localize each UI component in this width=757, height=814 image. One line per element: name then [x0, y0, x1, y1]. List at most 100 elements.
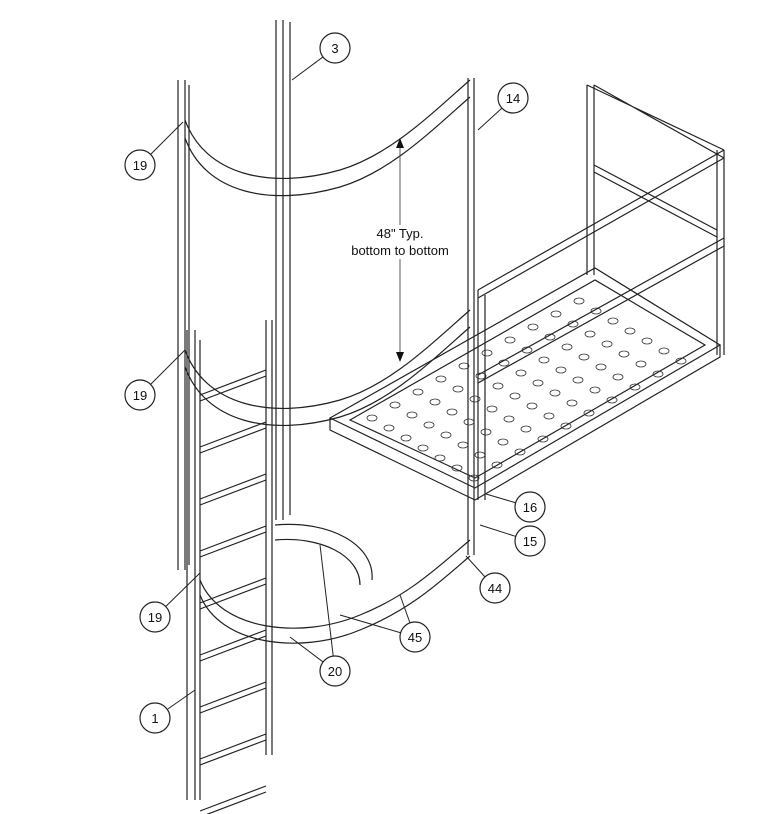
grating-hole	[503, 415, 515, 423]
grating-hole	[658, 347, 670, 355]
grating-hole	[578, 353, 590, 361]
callout-circle	[479, 572, 511, 604]
callout-circle	[399, 621, 431, 653]
callout-number: 16	[523, 500, 537, 515]
grating-hole	[417, 444, 429, 452]
leader-line	[465, 555, 486, 578]
grating-hole	[509, 392, 521, 400]
grating-hole	[497, 438, 509, 446]
grating-hole	[543, 412, 555, 420]
grating-hole	[458, 362, 470, 370]
dimension-line2: bottom to bottom	[351, 243, 449, 258]
grating-hole	[583, 409, 595, 417]
grating-hole	[641, 337, 653, 345]
grating-hole	[457, 441, 469, 449]
grating-hole	[629, 383, 641, 391]
railing	[477, 84, 725, 500]
callout-number: 44	[488, 581, 502, 596]
leader-line	[339, 614, 401, 634]
callout-number: 1	[151, 711, 158, 726]
cage-hoops	[184, 79, 471, 644]
grating-hole	[486, 405, 498, 413]
grating-hole	[618, 350, 630, 358]
grating-hole	[440, 431, 452, 439]
ladder-rung	[199, 369, 267, 402]
callout-19c: 19	[139, 572, 201, 633]
ladder-rung	[199, 473, 267, 506]
grating-hole	[514, 448, 526, 456]
grating-hole	[504, 336, 516, 344]
ladder-rung	[199, 785, 267, 814]
grating-hole	[526, 402, 538, 410]
callout-circle	[319, 32, 351, 64]
callout-number: 15	[523, 534, 537, 549]
callout-number: 19	[133, 388, 147, 403]
grating-hole	[561, 343, 573, 351]
ladder-rung	[199, 629, 267, 662]
grating-hole	[452, 385, 464, 393]
callout-14: 14	[477, 82, 529, 131]
grating-hole	[491, 461, 503, 469]
callout-circle	[139, 601, 171, 633]
callout-16: 16	[485, 491, 546, 523]
callout-circle	[139, 702, 171, 734]
callout-circle	[319, 655, 351, 687]
leader-line	[479, 524, 516, 537]
grating-hole	[451, 464, 463, 472]
grating-hole	[538, 356, 550, 364]
callout-44: 44	[465, 555, 511, 604]
callout-number: 45	[408, 630, 422, 645]
grating-hole	[612, 373, 624, 381]
grating-hole	[675, 357, 687, 365]
callout-19a: 19	[124, 121, 184, 181]
grating-hole	[635, 360, 647, 368]
grating-hole	[573, 297, 585, 305]
callout-15: 15	[479, 524, 546, 557]
grating-hole	[652, 370, 664, 378]
callout-number: 19	[133, 158, 147, 173]
grating-hole	[544, 333, 556, 341]
callout-circle	[124, 379, 156, 411]
grating-hole	[492, 382, 504, 390]
callout-45: 45	[339, 594, 431, 653]
leader-line	[150, 349, 186, 385]
leader-line	[289, 636, 324, 663]
dimension-line1: 48" Typ.	[376, 226, 424, 241]
cage-posts	[177, 20, 475, 570]
ladder-rung	[199, 681, 267, 714]
grating-hole	[429, 398, 441, 406]
grating-hole	[584, 330, 596, 338]
grating-hole	[515, 369, 527, 377]
grating-hole	[469, 395, 481, 403]
grating-hole	[549, 389, 561, 397]
grating-hole	[527, 323, 539, 331]
ladder-rung	[199, 733, 267, 766]
grating-hole	[590, 307, 602, 315]
leader-line	[291, 56, 324, 81]
callout-circle	[514, 491, 546, 523]
callout-1: 1	[139, 689, 196, 734]
callout-circle	[497, 82, 529, 114]
grating-hole	[480, 428, 492, 436]
grating-hole	[435, 375, 447, 383]
grating-hole	[463, 418, 475, 426]
grating-hole	[481, 349, 493, 357]
callout-number: 20	[328, 664, 342, 679]
grating-hole	[560, 422, 572, 430]
grating-hole	[389, 401, 401, 409]
leader-line	[399, 594, 411, 624]
grating-hole	[474, 451, 486, 459]
grating-hole	[555, 366, 567, 374]
grating-hole	[567, 320, 579, 328]
callout-number: 3	[331, 41, 338, 56]
leader-line	[477, 107, 503, 131]
grating-hole	[406, 411, 418, 419]
grating-hole	[601, 340, 613, 348]
grating-hole	[595, 363, 607, 371]
grating-hole	[400, 434, 412, 442]
grating-hole	[366, 414, 378, 422]
grating-hole	[606, 396, 618, 404]
leader-line	[165, 572, 201, 607]
